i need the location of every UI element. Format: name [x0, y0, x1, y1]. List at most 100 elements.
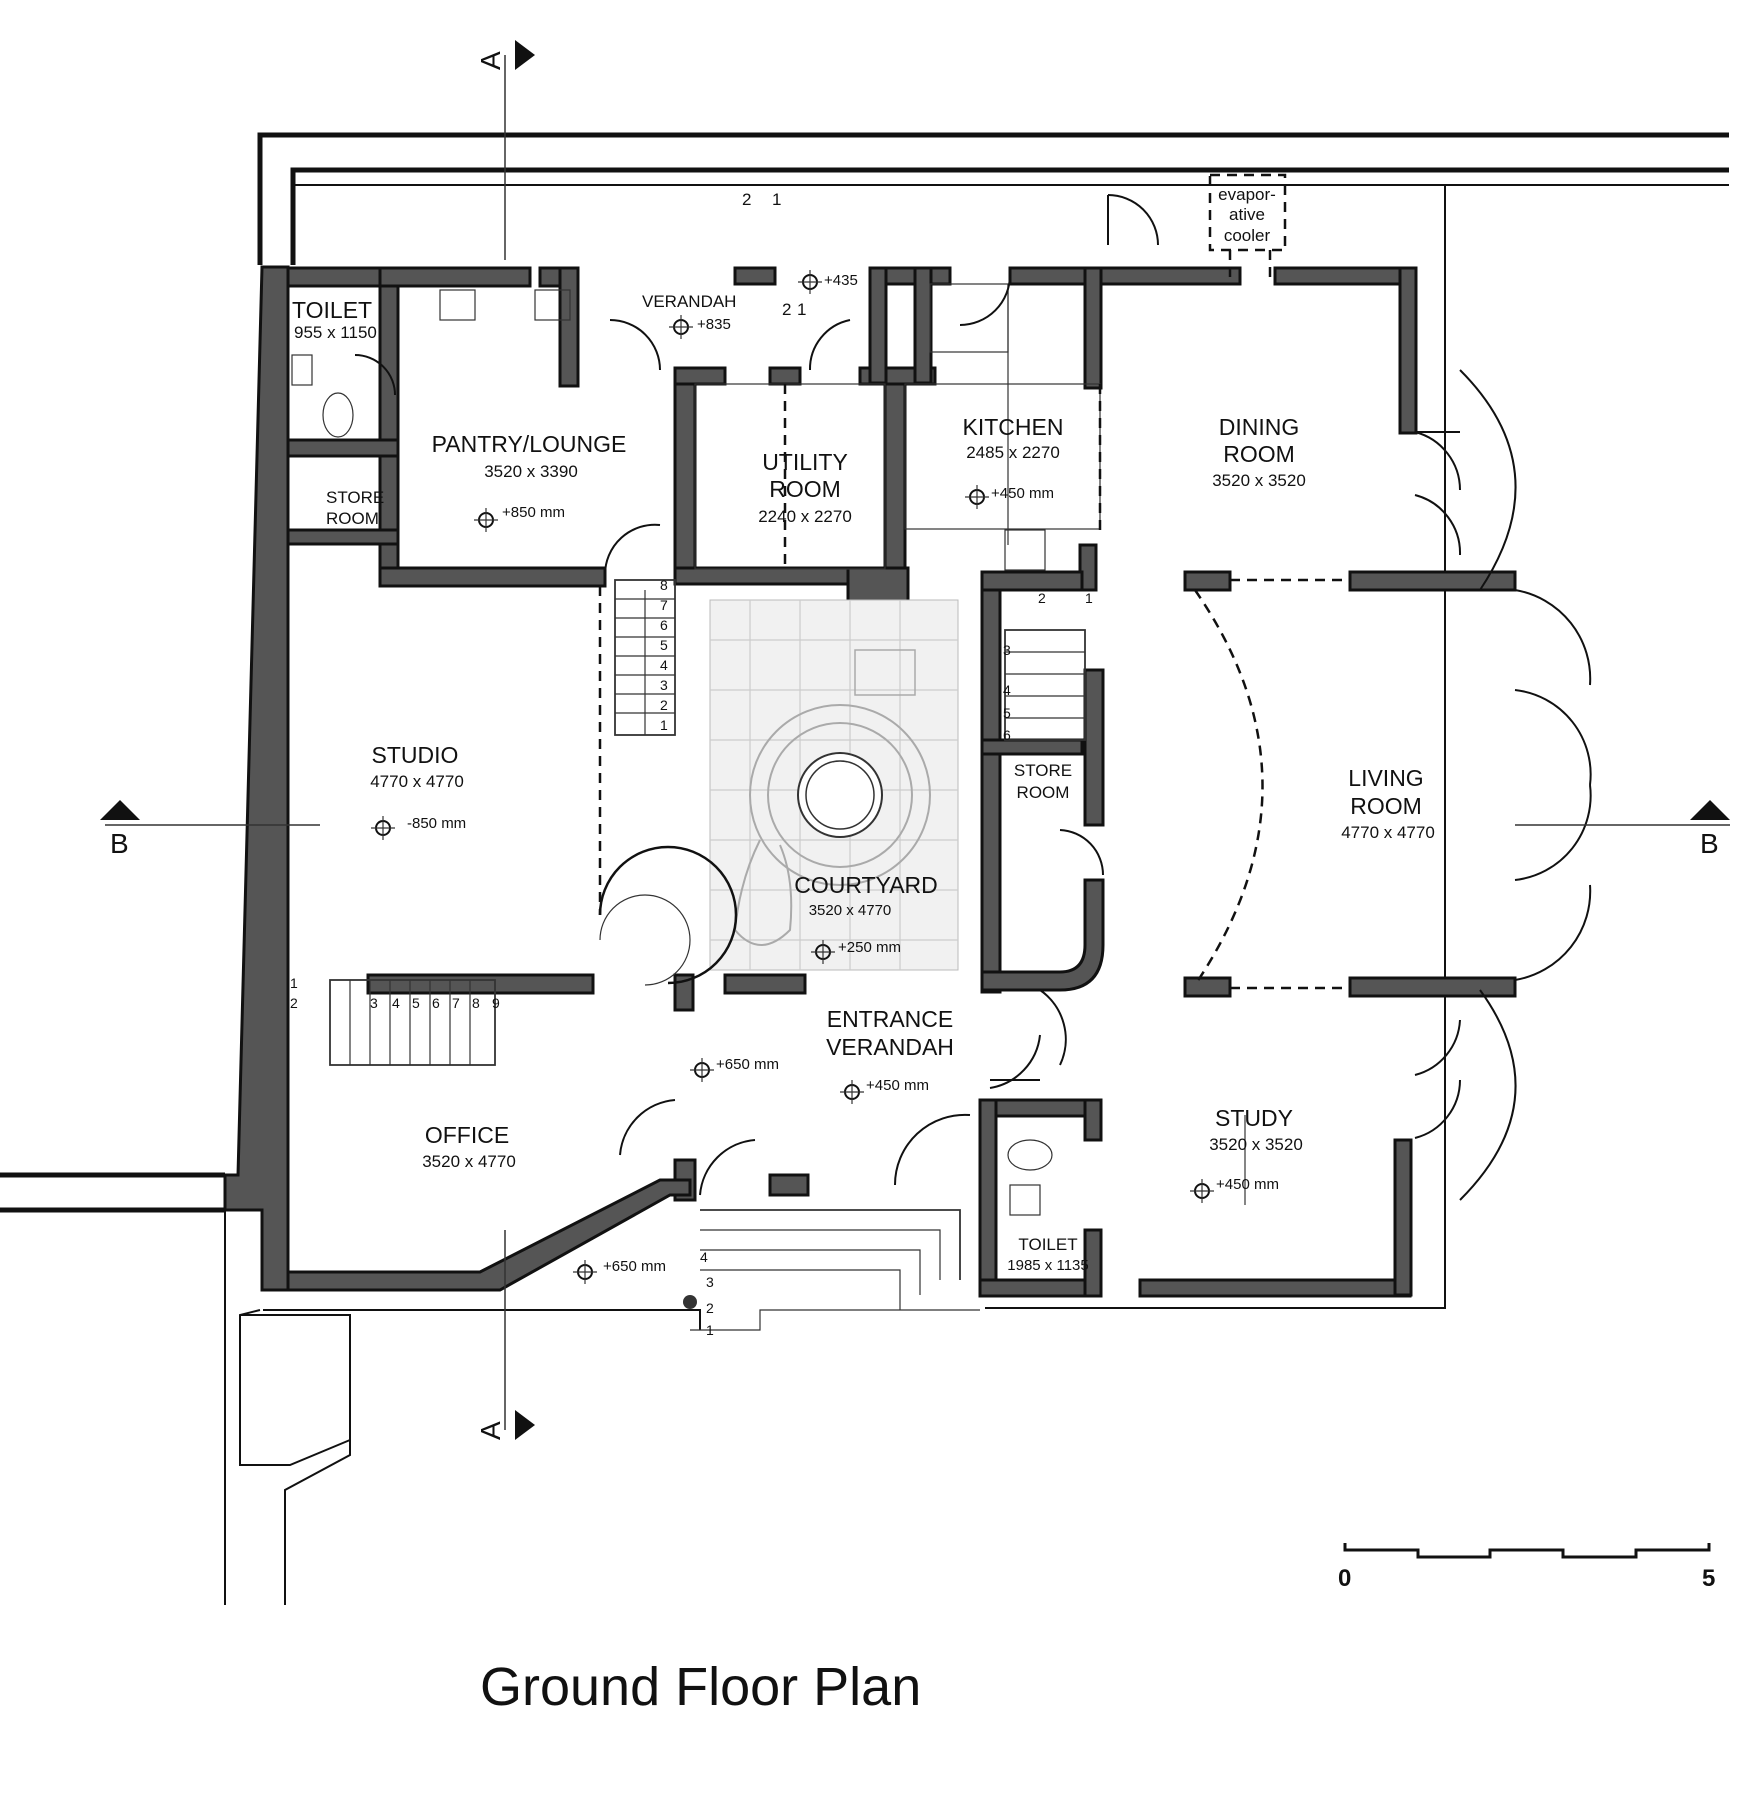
entrance-name-2: VERANDAH: [826, 1034, 954, 1060]
toilet-nw-dim: 955 x 1150: [294, 323, 377, 342]
stair-entry-step: 4: [700, 1249, 708, 1265]
stair-numbers: 1 2 3 4 5 6 7 8 1 2 3 4 5 6 7 8 9 1 2 3 …: [290, 190, 1093, 1338]
office-level: +650 mm: [603, 1258, 666, 1275]
stair-store-step: 3: [1003, 642, 1011, 658]
section-b-left-arrow: [100, 800, 140, 820]
store-mid-name-2: ROOM: [1017, 783, 1070, 802]
store-nw-name-1: STORE: [326, 488, 384, 507]
study-dim: 3520 x 3520: [1209, 1135, 1303, 1154]
stair-office-step: 4: [392, 995, 400, 1011]
dining-dim: 3520 x 3520: [1212, 471, 1306, 490]
stair-store: [1004, 629, 1086, 741]
stair-office-step: 2: [290, 995, 298, 1011]
stair-office-step: 3: [370, 995, 378, 1011]
stair-top-step: 2: [782, 300, 791, 319]
walls: [223, 265, 1517, 1298]
level-marker-icon: [811, 940, 835, 964]
plan-title: Ground Floor Plan: [480, 1657, 921, 1717]
stair-main-step: 1: [660, 717, 668, 733]
stair-top-step: 1: [772, 190, 781, 209]
stair-entry-step: 1: [706, 1322, 714, 1338]
stair-main: [614, 579, 676, 736]
stair-top-step: 2: [742, 190, 751, 209]
store-mid-name-1: STORE: [1014, 761, 1072, 780]
pantry-level: +850 mm: [502, 504, 565, 521]
study-name: STUDY: [1215, 1105, 1293, 1131]
stair-office-step: 5: [412, 995, 420, 1011]
office-name: OFFICE: [425, 1122, 509, 1148]
stair-store-step: 5: [1003, 705, 1011, 721]
utility-name-1: UTILITY: [762, 449, 848, 475]
verandah-level-2: +435: [824, 272, 858, 289]
living-name-1: LIVING: [1348, 765, 1423, 791]
courtyard-name: COURTYARD: [794, 872, 938, 898]
studio-level: -850 mm: [407, 815, 466, 832]
living-name-2: ROOM: [1350, 793, 1422, 819]
section-b-right-label: B: [1700, 828, 1719, 859]
door-swings: [354, 194, 1592, 1201]
stair-main-step: 8: [660, 577, 668, 593]
room-labels: TOILET 955 x 1150 STORE ROOM PANTRY/LOUN…: [292, 185, 1435, 1275]
study-level: +450 mm: [1216, 1176, 1279, 1193]
evap-line-3: cooler: [1224, 226, 1271, 245]
toilet-se-name: TOILET: [1018, 1235, 1077, 1254]
dining-name-1: DINING: [1219, 414, 1300, 440]
stair-main-step: 3: [660, 677, 668, 693]
level-marker-icon: [840, 1080, 864, 1104]
level-marker-icon: [798, 270, 822, 294]
stair-office-step: 8: [472, 995, 480, 1011]
evap-line-1: evapor-: [1218, 185, 1276, 204]
section-b-right-arrow: [1690, 800, 1730, 820]
section-labels: A A B B: [110, 51, 1719, 1440]
level-marker-icon: [965, 485, 989, 509]
section-markers: [100, 40, 1730, 1440]
stair-main-step: 7: [660, 597, 668, 613]
stair-store-step: 1: [1085, 590, 1093, 606]
stair-office-step: 7: [452, 995, 460, 1011]
section-a-top-label: A: [475, 51, 506, 70]
dining-name-2: ROOM: [1223, 441, 1295, 467]
stair-entry-step: 3: [706, 1274, 714, 1290]
entrance-name-1: ENTRANCE: [827, 1006, 954, 1032]
stair-entry-step: 2: [706, 1300, 714, 1316]
fixtures: [291, 289, 1053, 1309]
pantry-dim: 3520 x 3390: [484, 462, 578, 481]
section-a-top-arrow: [515, 40, 535, 70]
level-marker-icon: [1190, 1179, 1214, 1203]
stair-main-step: 6: [660, 617, 668, 633]
section-b-left-label: B: [110, 828, 129, 859]
living-dim: 4770 x 4770: [1341, 823, 1435, 842]
utility-name-2: ROOM: [769, 476, 841, 502]
living-room-dashed: [598, 173, 1350, 990]
courtyard-dim: 3520 x 4770: [809, 902, 892, 919]
store-nw-name-2: ROOM: [326, 509, 379, 528]
scale-bar-start: 0: [1338, 1565, 1351, 1592]
evap-line-2: ative: [1229, 205, 1265, 224]
toilet-se-dim: 1985 x 1135: [1007, 1257, 1088, 1274]
toilet-nw-name: TOILET: [292, 297, 372, 323]
utility-dim: 2240 x 2270: [758, 507, 852, 526]
west-wall: [223, 265, 290, 1292]
level-marker-icon: [474, 508, 498, 532]
entrance-level: +450 mm: [866, 1077, 929, 1094]
section-a-bottom-arrow: [515, 1410, 535, 1440]
studio-dim: 4770 x 4770: [370, 772, 464, 791]
stair-main-step: 2: [660, 697, 668, 713]
verandah-level: +835: [697, 316, 731, 333]
scale-bar: 0 5: [1338, 1543, 1715, 1592]
verandah-name: VERANDAH: [642, 292, 736, 311]
kitchen-dim: 2485 x 2270: [966, 443, 1060, 462]
stair-office-step: 1: [290, 975, 298, 991]
stair-main-step: 5: [660, 637, 668, 653]
stair-office: [329, 979, 496, 1066]
stair-spiral: [598, 845, 738, 986]
interior-lines: [694, 283, 1246, 1205]
pantry-name: PANTRY/LOUNGE: [432, 431, 627, 457]
courtyard-paving: [709, 599, 959, 971]
stair-store-step: 2: [1038, 590, 1046, 606]
entrance-level-2: +650 mm: [716, 1056, 779, 1073]
stair-office-step: 9: [492, 995, 500, 1011]
level-marker-icon: [669, 315, 693, 339]
studio-name: STUDIO: [372, 742, 459, 768]
